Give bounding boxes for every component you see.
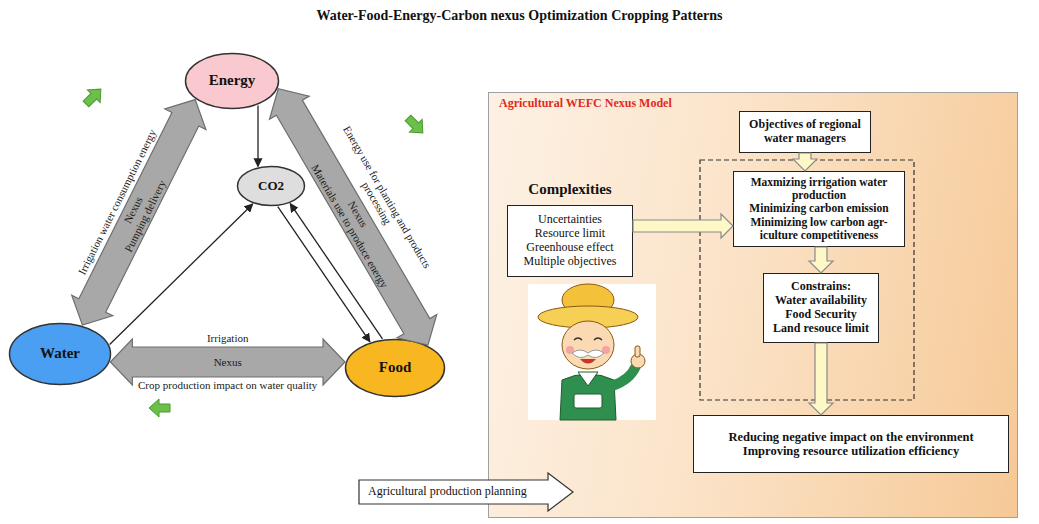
- ellipse-shape: [238, 167, 305, 206]
- box-text: Uncertainties: [538, 213, 602, 227]
- ellipse-label: Food: [379, 359, 412, 376]
- box-text: Water availability: [775, 294, 867, 308]
- food-ellipse: Food: [344, 338, 446, 398]
- nexus-note: Materials use to produce energy: [294, 136, 405, 315]
- nexus-note: Pumping delivery: [108, 150, 181, 281]
- green-arrow: [80, 83, 108, 111]
- ellipse-label: Water: [40, 345, 80, 362]
- green-arrow: [402, 112, 430, 140]
- carbon-flow-arrow: [278, 207, 370, 342]
- box-text: Minimizing low carbon agr- iculture comp…: [739, 216, 899, 242]
- carbon-flow-arrow: [110, 204, 253, 345]
- flow-block-arrow: [633, 214, 733, 238]
- box-text: Reducing negative impact on the environm…: [728, 430, 973, 444]
- nexus-double-arrow: [110, 339, 345, 385]
- nexus-note: Energy use for planting and products pro…: [327, 116, 439, 284]
- box-text: Constrains:: [791, 280, 851, 294]
- box-heading: Complexities: [507, 181, 633, 198]
- water-ellipse: Water: [8, 322, 112, 386]
- ellipse-shape: [346, 340, 445, 397]
- text-holder: CO2: [236, 165, 306, 207]
- box-text: Greenhouse effect: [526, 241, 613, 255]
- objective-list-box: Maxmizing irrigation water productionMin…: [733, 171, 905, 247]
- box-text: Maxmizing irrigation water production: [739, 176, 899, 202]
- nexus-note: Irrigation water consumption energy: [63, 101, 172, 303]
- text-holder: Energy: [184, 52, 280, 110]
- box-text: Land resouce limit: [773, 322, 869, 336]
- box-text: Minimizing carbon emission: [749, 202, 888, 215]
- flow-block-arrow: [809, 247, 833, 273]
- objectives-box: Objectives of regional water managers: [739, 111, 871, 153]
- nexus-double-arrow: [269, 89, 436, 345]
- edge-label: Nexus: [198, 356, 258, 368]
- flow-block-arrow: [793, 153, 817, 171]
- edge-label: Nexus: [115, 180, 153, 239]
- model-panel: Objectives of regional water managersCom…: [488, 92, 1018, 518]
- green-arrow: [149, 399, 170, 417]
- edge-label: Nexus: [338, 185, 379, 243]
- panel-heading-holder: Agricultural WEFC Nexus Model: [499, 97, 672, 111]
- carbon-flow-arrow: [257, 105, 258, 166]
- nexus-note: Crop production impact on water quality: [108, 379, 348, 391]
- farmer-illustration: [528, 284, 656, 420]
- nexus-note: Irrigation: [168, 332, 288, 344]
- energy-ellipse: Energy: [184, 52, 280, 110]
- box-text: Resource limit: [535, 227, 605, 241]
- ellipse-shape: [186, 54, 279, 109]
- panel-heading: Agricultural WEFC Nexus Model: [499, 97, 672, 111]
- nexus-double-arrow: [72, 100, 206, 326]
- text-holder: Food: [344, 338, 446, 398]
- carbon-flow-arrow: [290, 204, 382, 339]
- box-text: Improving resource utilization efficienc…: [743, 444, 959, 458]
- box-text: Food Security: [785, 308, 857, 322]
- arrow-label: Agricultural production planning: [368, 485, 527, 499]
- box-text: Multiple objectives: [524, 255, 617, 269]
- dashed-group-frame: [700, 160, 914, 400]
- flow-block-arrow: [809, 343, 833, 415]
- outcome-box: Reducing negative impact on the environm…: [693, 415, 1009, 473]
- text-holder: Agricultural production planning: [358, 472, 574, 512]
- box-body: UncertaintiesResource limitGreenhouse ef…: [507, 205, 633, 277]
- planning-arrow: Agricultural production planning: [358, 472, 574, 512]
- ellipse-label: CO2: [258, 179, 284, 194]
- carbon-ellipse: CO2: [236, 165, 306, 207]
- ellipse-label: Energy: [209, 72, 256, 89]
- diagram-title: Water-Food-Energy-Carbon nexus Optimizat…: [0, 8, 1039, 24]
- constraints-box: Constrains:Water availabilityFood Securi…: [763, 273, 879, 343]
- ellipse-shape: [10, 324, 111, 385]
- box-text: Objectives of regional water managers: [745, 118, 865, 146]
- heading-holder: Complexities: [507, 181, 633, 205]
- text-holder: Water: [8, 322, 112, 386]
- complexities-box: ComplexitiesUncertaintiesResource limitG…: [507, 181, 633, 277]
